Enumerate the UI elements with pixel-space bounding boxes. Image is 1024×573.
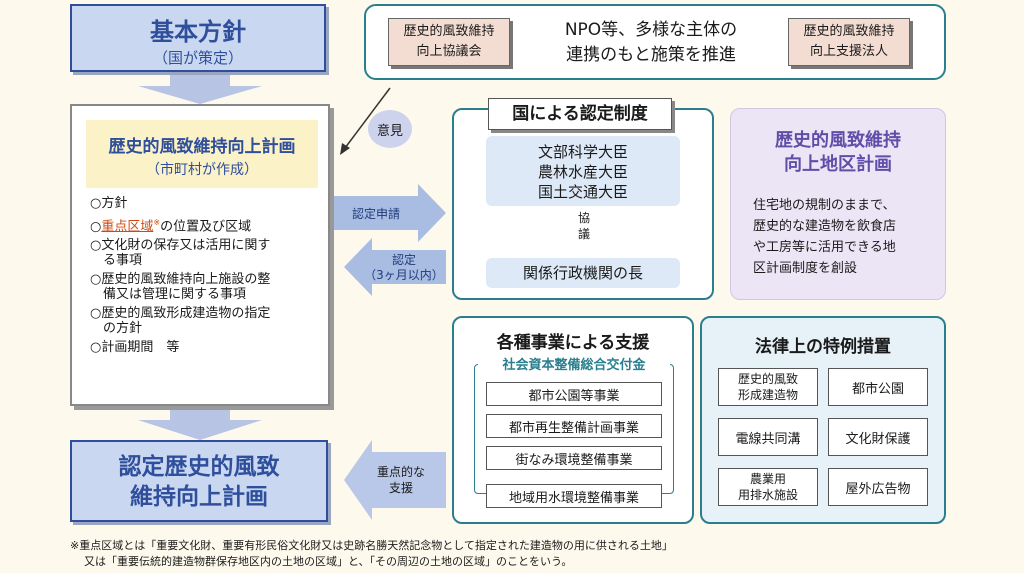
- footnote-line-1: ※重点区域とは「重要文化財、重要有形民俗文化財又は史跡名勝天然記念物として指定さ…: [70, 539, 673, 552]
- collaboration-text: NPO等、多様な主体の 連携のもと施策を推進: [536, 18, 766, 68]
- project-item: 都市公園等事業: [486, 382, 662, 406]
- legal-item: 文化財保護: [828, 418, 928, 456]
- district-plan-body: 住宅地の規制のままで、 歴史的な建造物を飲食店 や工房等に活用できる地 区計画制…: [753, 198, 897, 276]
- collaboration-line-2: 連携のもと施策を推進: [566, 45, 736, 65]
- down-arrow-top: [138, 74, 262, 104]
- district-plan-title: 歴史的風致維持 向上地区計画: [775, 130, 901, 175]
- apply-arrow: [333, 184, 446, 242]
- project-item-extra: 地域用水環境整備事業: [486, 484, 662, 508]
- plan-item: ○計画期間 等: [90, 340, 180, 356]
- plan-item: ○歴史的風致維持向上施設の整備又は管理に関する事項: [90, 272, 271, 303]
- municipal-plan-title: 歴史的風致維持向上計画: [108, 137, 296, 157]
- legal-item: 都市公園: [828, 368, 928, 406]
- ministers-box: 文部科学大臣 農林水産大臣 国土交通大臣: [486, 136, 680, 206]
- stakeholder-panel: 歴史的風致維持 向上協議会 NPO等、多様な主体の 連携のもと施策を推進 歴史的…: [364, 4, 946, 80]
- support-arrow: [344, 440, 446, 520]
- council-box: 歴史的風致維持 向上協議会: [388, 18, 510, 66]
- council-line-1: 歴史的風致維持: [403, 24, 495, 39]
- priority-area-term: 重点区域: [101, 219, 154, 235]
- collaboration-line-1: NPO等、多様な主体の: [564, 20, 738, 40]
- council-line-2: 向上協議会: [416, 44, 482, 59]
- support-label: 重点的な 支援: [376, 465, 425, 495]
- agency-head-box: 関係行政機関の長: [486, 258, 680, 288]
- basic-policy-box: 基本方針 （国が策定）: [70, 4, 326, 72]
- project-item: 都市再生整備計画事業: [486, 414, 662, 438]
- basic-policy-title: 基本方針: [150, 18, 246, 46]
- municipal-plan-header: 歴史的風致維持向上計画 （市町村が作成）: [86, 120, 318, 188]
- consult-label: 協 議: [577, 211, 590, 241]
- basic-policy-subtitle: （国が策定）: [152, 49, 243, 67]
- opinion-arrow-head: [340, 143, 350, 155]
- minister-1: 文部科学大臣: [537, 143, 628, 161]
- plan-item: ○方針: [90, 196, 128, 211]
- plan-item-list: ○方針 ○重点区域※の位置及び区域 ○文化財の保存又は活用に関する事項 ○歴史的…: [90, 196, 320, 359]
- minister-3: 国土交通大臣: [537, 183, 628, 201]
- municipal-plan-subtitle: （市町村が作成）: [146, 162, 258, 178]
- legal-item: 屋外広告物: [828, 468, 928, 506]
- legal-item: 歴史的風致形成建造物: [718, 368, 818, 406]
- certification-title: 国による認定制度: [488, 98, 672, 130]
- certified-plan-box: 認定歴史的風致 維持向上計画: [70, 440, 328, 522]
- certify-arrow: [344, 238, 446, 296]
- certify-period: （3ヶ月以内）: [364, 268, 444, 282]
- projects-title: 各種事業による支援: [496, 333, 650, 353]
- footnote-line-2: 又は「重要伝統的建造物群保存地区内の土地の区域」と、「その周辺の土地の区域」のこ…: [84, 555, 573, 568]
- support-corp-box: 歴史的風致維持 向上支援法人: [788, 18, 910, 66]
- project-item: 街なみ環境整備事業: [486, 446, 662, 470]
- opinion-label: 意見: [376, 123, 403, 139]
- subsidy-title: 社会資本整備総合交付金: [478, 354, 670, 373]
- opinion-badge: 意見: [368, 110, 412, 148]
- minister-2: 農林水産大臣: [537, 163, 628, 181]
- support-corp-line-2: 向上支援法人: [809, 44, 888, 59]
- legal-item: 電線共同溝: [718, 418, 818, 456]
- plan-item: ○文化財の保存又は活用に関する事項: [90, 238, 271, 269]
- opinion-arrow-line: [344, 87, 391, 149]
- municipal-plan-box: 歴史的風致維持向上計画 （市町村が作成） ○方針 ○重点区域※の位置及び区域 ○…: [70, 104, 330, 406]
- district-plan-panel: 歴史的風致維持 向上地区計画 住宅地の規制のままで、 歴史的な建造物を飲食店 や…: [730, 108, 946, 300]
- footnote: ※重点区域とは「重要文化財、重要有形民俗文化財又は史跡名勝天然記念物として指定さ…: [70, 538, 970, 570]
- plan-item: ○歴史的風致形成建造物の指定の方針: [90, 306, 271, 337]
- footnote-mark: ※: [153, 218, 161, 227]
- certification-panel: 国による認定制度 文部科学大臣 農林水産大臣 国土交通大臣 協 議 関係行政機関…: [452, 98, 714, 300]
- legal-item: 農業用用排水施設: [718, 468, 818, 506]
- support-corp-line-1: 歴史的風致維持: [803, 24, 895, 39]
- certified-plan-title: 認定歴史的風致 維持向上計画: [118, 454, 280, 510]
- projects-panel: 各種事業による支援 社会資本整備総合交付金 都市公園等事業 都市再生整備計画事業…: [452, 316, 694, 524]
- legal-title: 法律上の特例措置: [755, 337, 891, 357]
- legal-panel: 法律上の特例措置 歴史的風致形成建造物 都市公園 電線共同溝 文化財保護 農業用…: [700, 316, 946, 524]
- certify-label: 認定 （3ヶ月以内）: [364, 253, 444, 282]
- down-arrow-bottom: [138, 408, 262, 440]
- plan-item: ○重点区域※の位置及び区域: [90, 218, 252, 235]
- apply-label: 認定申請: [351, 206, 400, 221]
